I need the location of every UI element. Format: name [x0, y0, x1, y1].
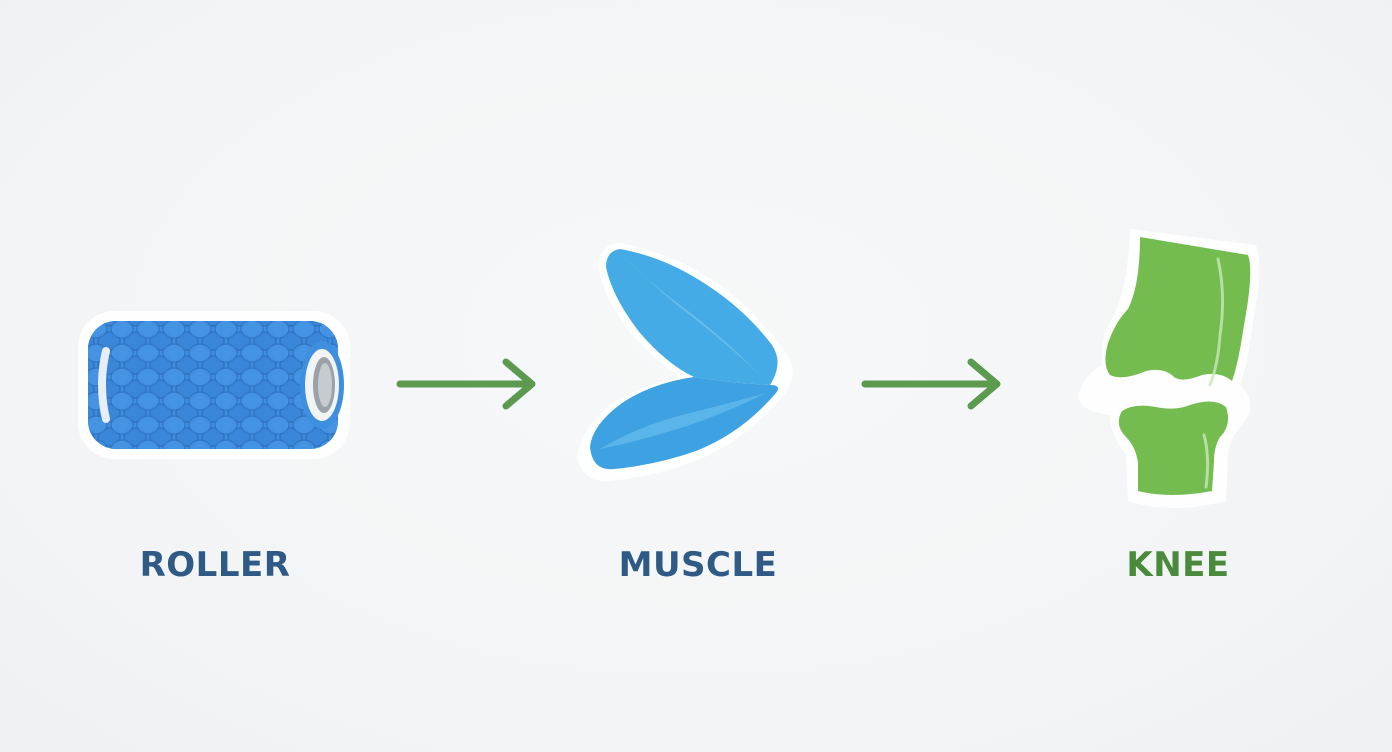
knee-joint-icon: [1070, 225, 1270, 515]
node-label-knee: KNEE: [1126, 545, 1230, 585]
muscle-icon: [570, 235, 800, 485]
node-label-muscle: MUSCLE: [618, 545, 778, 585]
node-label-roller: ROLLER: [139, 545, 291, 585]
arrow-right-icon: [396, 356, 538, 412]
arrow-right-icon: [861, 356, 1003, 412]
foam-roller-icon: [70, 305, 360, 465]
